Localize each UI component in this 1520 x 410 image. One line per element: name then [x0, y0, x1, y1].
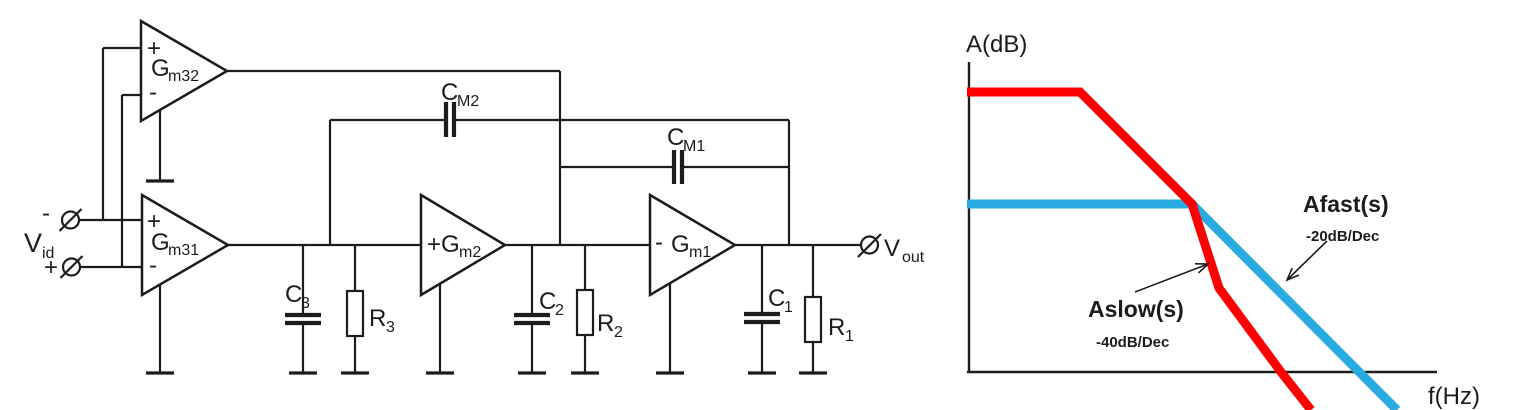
capacitor-c3 — [285, 245, 321, 372]
c1-label: C — [768, 285, 785, 312]
resistor-r3 — [345, 245, 365, 372]
gm31-label-sub: m31 — [168, 242, 199, 259]
c1-label-sub: 1 — [784, 299, 793, 316]
gm1-sign: - — [655, 229, 663, 256]
gm32-plus-sign: + — [147, 35, 161, 62]
wires — [79, 46, 861, 269]
r3-label: R — [369, 305, 386, 332]
input-pos-slash — [59, 255, 84, 279]
output-terminal — [857, 233, 882, 258]
gm31-label: G — [151, 229, 170, 256]
vid-minus-sign: - — [42, 200, 50, 227]
aslow-curve — [967, 87, 1315, 410]
bode-plot: A(dB) f(Hz) Afast(s) -20dB/Dec Aslow(s) … — [966, 31, 1480, 410]
vid-plus-sign: + — [44, 254, 58, 281]
afast-name-label: Afast(s) — [1303, 191, 1389, 217]
r2-label: R — [597, 310, 614, 337]
gm32-label: G — [151, 55, 170, 82]
aslow-arrow-head — [1194, 263, 1210, 274]
r3-body — [345, 289, 365, 338]
r1-label-sub: 1 — [845, 328, 854, 345]
amp-gm1-triangle — [648, 192, 738, 298]
r1-label: R — [828, 314, 845, 341]
grounds — [146, 110, 827, 375]
afast-arrow-shaft — [1286, 240, 1328, 281]
resistor-r1 — [803, 245, 823, 372]
amp-gm2-triangle — [419, 192, 508, 298]
amp-gm32-triangle — [139, 18, 230, 124]
gm2-sign: + — [427, 231, 441, 258]
afast-arrow-head — [1285, 267, 1300, 282]
gm1-label-sub: m1 — [689, 244, 711, 261]
resistor-r2 — [575, 245, 595, 372]
input-neg-slash — [58, 208, 83, 232]
r3-label-sub: 3 — [386, 319, 395, 336]
circuit-schematic — [58, 18, 882, 375]
capacitor-c2 — [514, 245, 550, 372]
cm2-label: C — [441, 79, 458, 106]
output-slash — [857, 233, 882, 258]
gm2-label: G — [441, 231, 460, 258]
cm1-label: C — [667, 124, 684, 151]
circuit-labels: + G m32 - + G m31 - - V id + C M2 C M1 +… — [24, 35, 925, 345]
c3-label-sub: 3 — [301, 295, 310, 312]
vid-label: V — [24, 228, 42, 258]
vid-label-sub: id — [42, 245, 54, 262]
cm1-label-sub: M1 — [683, 138, 705, 155]
c2-label: C — [539, 288, 556, 315]
capacitor-cm2 — [443, 102, 457, 137]
cm2-label-sub: M2 — [457, 93, 479, 110]
c3-label: C — [285, 281, 302, 308]
amp-gm31-triangle — [140, 192, 231, 298]
capacitor-c1 — [744, 245, 780, 372]
x-axis-label: f(Hz) — [1428, 383, 1480, 410]
annotation-arrows — [1134, 240, 1328, 293]
input-terminal-pos — [59, 255, 84, 279]
gm1-label: G — [671, 231, 690, 258]
gm31-plus-sign: + — [147, 208, 161, 235]
vout-label-sub: out — [902, 249, 925, 266]
aslow-arrow-shaft — [1134, 263, 1209, 293]
aslow-slope-label: -40dB/Dec — [1096, 334, 1169, 351]
gm32-minus-sign: - — [149, 79, 157, 106]
aslow-name-label: Aslow(s) — [1088, 296, 1184, 322]
input-terminal-neg — [58, 208, 83, 232]
afast-slope-label: -20dB/Dec — [1306, 228, 1379, 245]
vout-label: V — [884, 235, 900, 262]
r2-body — [575, 288, 595, 337]
r1-body — [803, 295, 823, 344]
r2-label-sub: 2 — [614, 324, 623, 341]
c2-label-sub: 2 — [555, 302, 564, 319]
gm32-label-sub: m32 — [168, 68, 199, 85]
y-axis-label: A(dB) — [966, 31, 1027, 58]
gm31-minus-sign: - — [149, 252, 157, 279]
capacitor-cm1 — [671, 150, 685, 184]
gm2-label-sub: m2 — [459, 244, 481, 261]
